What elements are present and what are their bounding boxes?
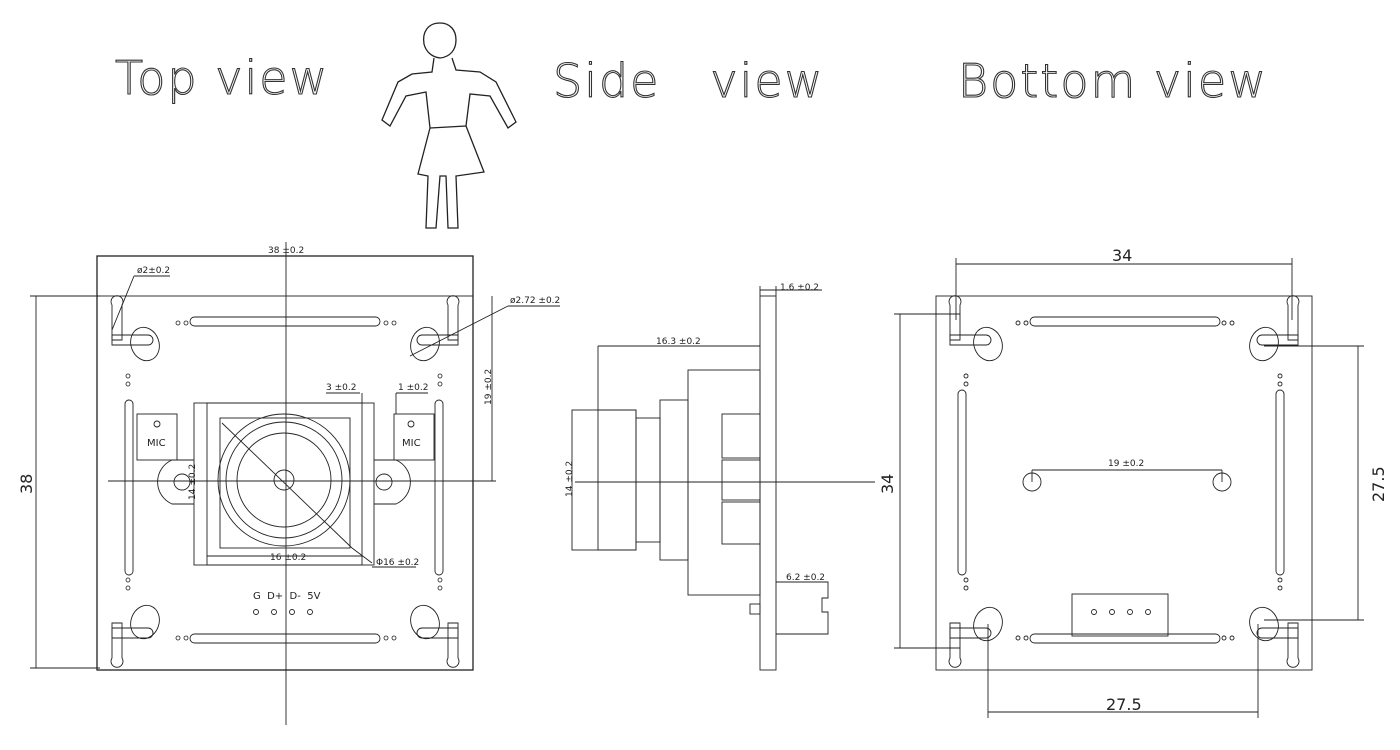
top-width-dim: 38 ±0.2 <box>268 246 304 256</box>
bottom-pitch-h-dim: 27.5 <box>1106 695 1142 714</box>
title-bottom-view: Bottom view <box>958 54 1268 108</box>
bottom-view <box>894 258 1364 718</box>
bottom-board-outline <box>935 295 1313 671</box>
side-connector-dim: 6.2 ±0.2 <box>786 573 825 583</box>
top-hole-small-dim: ø2±0.2 <box>137 266 170 276</box>
side-depth-dim: 16.3 ±0.2 <box>656 337 701 347</box>
bottom-pitch-v-dim: 27.5 <box>1369 466 1388 502</box>
top-hole-large-dim: ø2.72 ±0.2 <box>510 296 560 306</box>
top-offset-b: 1 ±0.2 <box>398 383 428 393</box>
person-icon <box>381 22 517 229</box>
top-offset-a: 3 ±0.2 <box>326 383 356 393</box>
top-lens-square-dim: 16 ±0.2 <box>270 553 306 563</box>
top-mic-right: MIC <box>402 438 421 449</box>
top-pin-labels: G D+ D- 5V <box>253 591 321 602</box>
top-mic-left: MIC <box>147 438 166 449</box>
title-side-view: Side view <box>553 54 824 108</box>
bottom-center-dim: 19 ±0.2 <box>1108 459 1144 469</box>
side-thickness-dim: 1.6 ±0.2 <box>780 283 819 293</box>
top-view: 38 ±0.2 38 <box>17 242 560 725</box>
title-top-view: Top view <box>115 51 329 105</box>
bottom-width-dim: 34 <box>1112 246 1132 265</box>
top-board-outline <box>96 255 474 671</box>
top-lens-diameter-dim: Φ16 ±0.2 <box>376 558 419 568</box>
top-vertical-19: 19 ±0.2 <box>484 369 494 405</box>
top-inner-14: 14 ±0.2 <box>188 464 198 500</box>
side-view <box>571 286 875 671</box>
side-board-height-dim: 34 <box>878 474 897 494</box>
side-lens-height-dim: 14 ±0.2 <box>565 461 575 497</box>
top-height-dim: 38 <box>17 474 36 494</box>
